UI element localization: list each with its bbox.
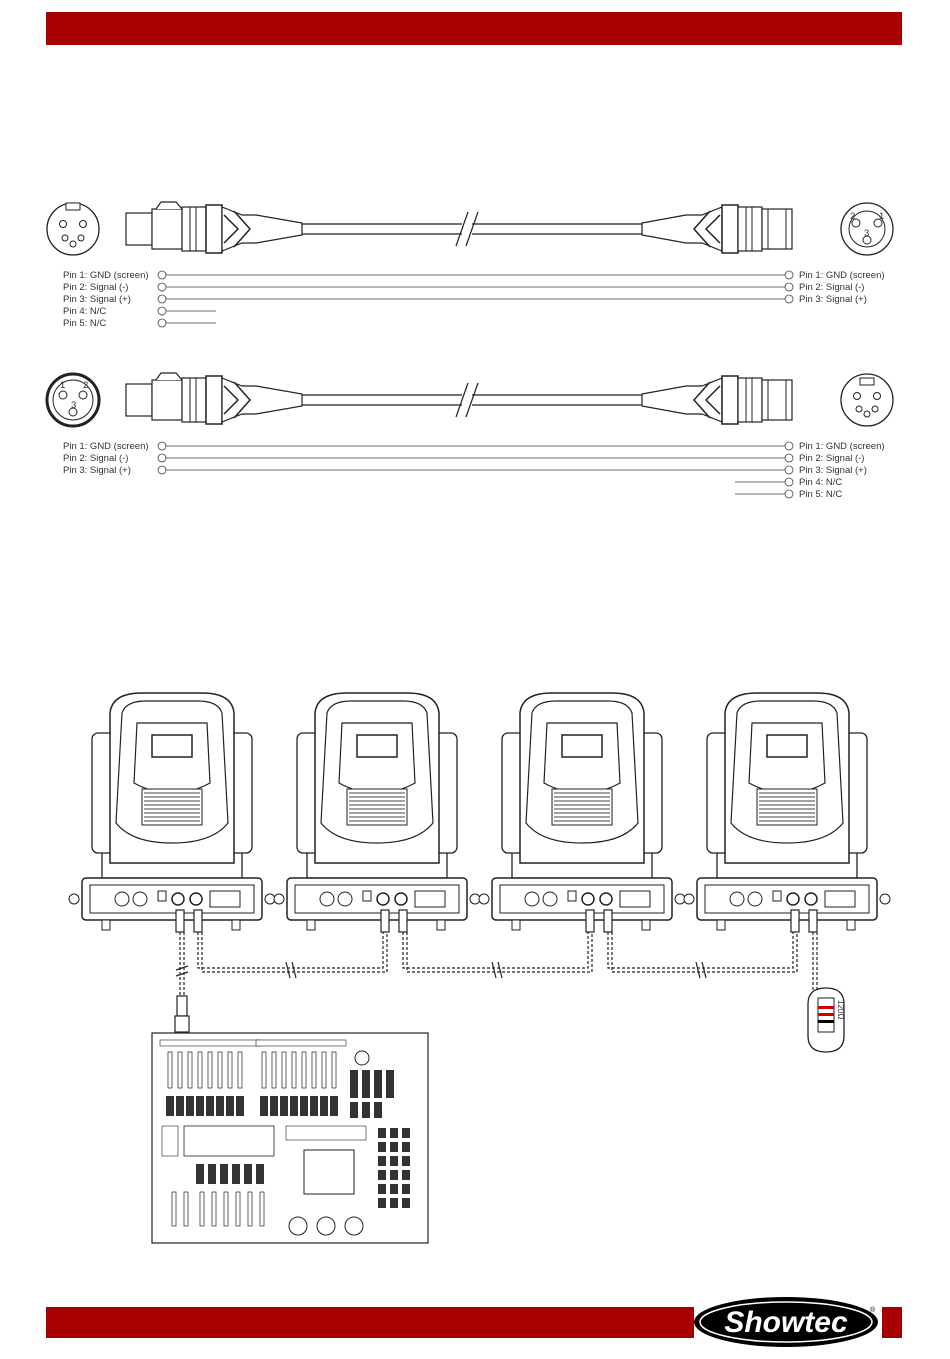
male-3pin-face-icon: 2 1 3: [841, 203, 893, 255]
terminator-label: 120Ω: [836, 1000, 845, 1019]
pin-label: Pin 1: GND (screen): [63, 441, 149, 452]
male-5pin-face-icon: [841, 374, 893, 426]
moving-head-fixture-icon: [479, 693, 685, 930]
svg-text:2: 2: [83, 380, 88, 391]
female-5pin-face-icon: [47, 203, 99, 255]
svg-text:1: 1: [879, 211, 884, 222]
pin-label: Pin 4: N/C: [799, 477, 842, 488]
pin-label: Pin 3: Signal (+): [799, 465, 867, 476]
terminator-plug-icon: 120Ω: [808, 988, 845, 1052]
moving-head-fixture-icon: [274, 693, 480, 930]
dmx-chain-diagram: 120Ω: [69, 693, 890, 1243]
cable-2-diagram: 1 2 3 Pin 1: GND (screen) Pin 2: Si: [47, 373, 893, 500]
svg-text:2: 2: [850, 211, 855, 222]
pin-label: Pin 3: Signal (+): [799, 294, 867, 305]
female-3pin-face-icon: 1 2 3: [47, 374, 99, 426]
pin-label: Pin 2: Signal (-): [799, 453, 864, 464]
pin-label: Pin 2: Signal (-): [799, 282, 864, 293]
female-xlr-plug-icon: [126, 202, 302, 253]
male-xlr-plug-icon: [642, 376, 792, 424]
footer-bar-end: [882, 1307, 902, 1338]
svg-text:1: 1: [60, 380, 65, 391]
female-xlr-plug-icon: [126, 373, 302, 424]
svg-text:3: 3: [864, 228, 869, 239]
pin-label: Pin 2: Signal (-): [63, 282, 128, 293]
male-xlr-plug-icon: [642, 205, 792, 253]
pin-label: Pin 1: GND (screen): [63, 270, 149, 281]
pin-label: Pin 5: N/C: [799, 489, 842, 500]
pin-label: Pin 1: GND (screen): [799, 270, 885, 281]
pin-label: Pin 3: Signal (+): [63, 465, 131, 476]
footer-bar: [46, 1307, 694, 1338]
pin-label: Pin 4: N/C: [63, 306, 106, 317]
pin-label: Pin 3: Signal (+): [63, 294, 131, 305]
dmx-controller-icon: [152, 1033, 428, 1243]
moving-head-fixture-icon: [69, 693, 275, 930]
moving-head-fixture-icon: [684, 693, 890, 930]
pin-label: Pin 1: GND (screen): [799, 441, 885, 452]
cable-1-diagram: 2 1 3 Pin 1: GND (screen) Pin 2: Signal …: [47, 202, 893, 329]
pin-label: Pin 2: Signal (-): [63, 453, 128, 464]
pin-label: Pin 5: N/C: [63, 318, 106, 329]
svg-text:3: 3: [71, 400, 76, 411]
